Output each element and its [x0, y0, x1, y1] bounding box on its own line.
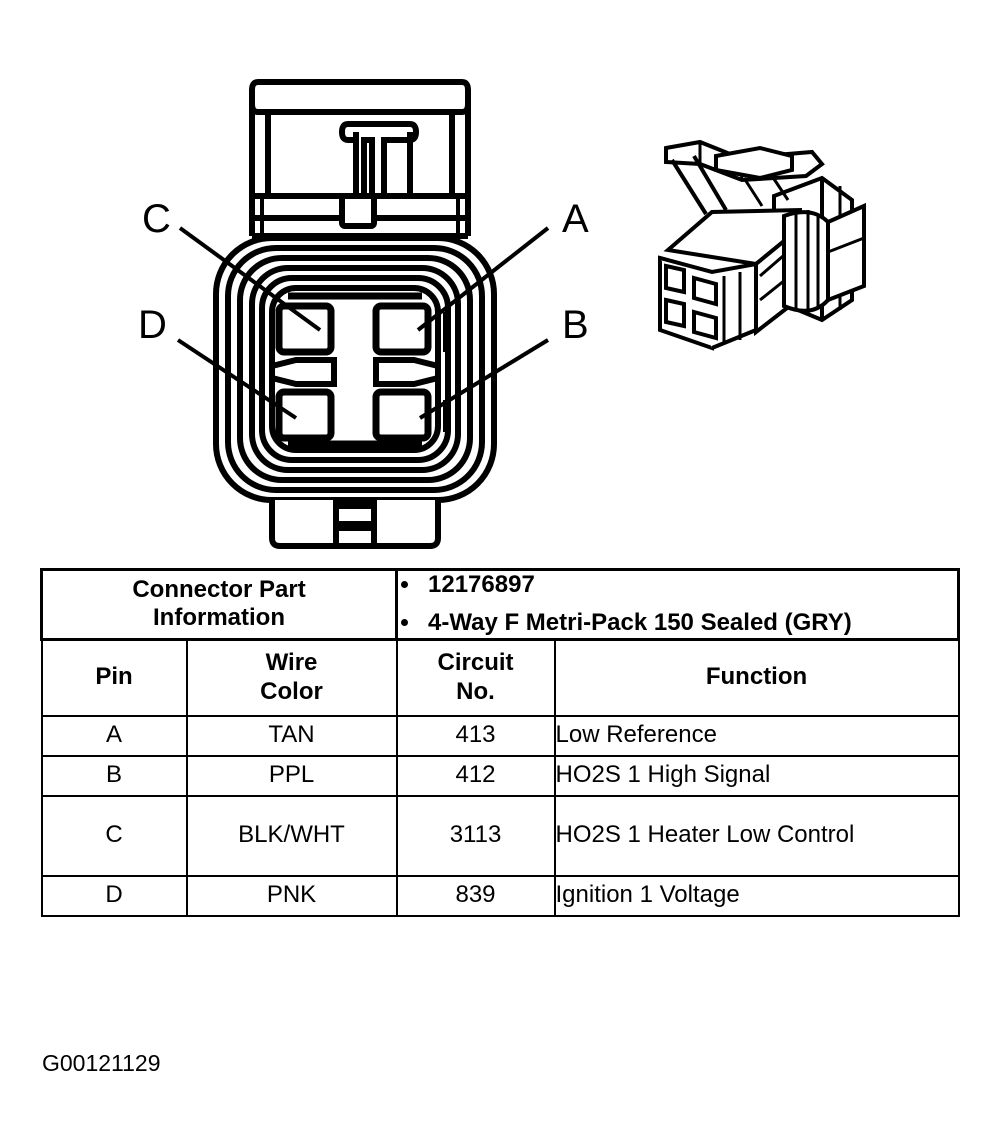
table-row: B PPL 412 HO2S 1 High Signal: [40, 754, 960, 797]
row-2-circuit-no: 3113: [395, 794, 556, 877]
table-row: D PNK 839 Ignition 1 Voltage: [40, 874, 960, 917]
cpi-label-line1: Connector Part: [132, 576, 306, 603]
table-row: C BLK/WHT 3113 HO2S 1 Heater Low Control: [40, 794, 960, 877]
latch-beams: [670, 154, 790, 216]
figure-id-label: G00121129: [42, 1050, 161, 1076]
row-0-pin: A: [40, 714, 188, 757]
row-1-pin: B: [40, 754, 188, 797]
rear-barrel: [782, 210, 830, 313]
table-header-row: Pin Wire Color Circuit No. Function: [40, 638, 960, 717]
leader-B: [418, 338, 550, 420]
callout-label-A: A: [562, 197, 589, 241]
connector-info-table: Connector Part Information 12176897 4-Wa…: [39, 568, 961, 917]
side-rails: [259, 312, 449, 432]
row-1-wire-color: PPL: [185, 754, 398, 797]
callout-leaders: [176, 226, 550, 420]
leader-D: [176, 338, 298, 420]
cavity-A: [372, 302, 432, 356]
isometric-cavities: [664, 263, 718, 341]
row-2-pin: C: [40, 794, 188, 877]
header-circuit-line1: Circuit: [437, 649, 514, 677]
cavity-C: [275, 302, 335, 356]
keying-slots: [269, 357, 441, 387]
callout-label-D: D: [138, 303, 167, 347]
row-3-pin: D: [40, 874, 188, 917]
isometric-view-group: [658, 139, 866, 351]
part-info-bullet-list: 12176897 4-Way F Metri-Pack 150 Sealed (…: [398, 571, 957, 638]
row-3-circuit-no: 839: [395, 874, 556, 917]
row-2-wire-color: BLK/WHT: [185, 794, 398, 877]
header-function: Function: [553, 638, 960, 717]
leader-A: [416, 226, 550, 332]
callout-label-C: C: [142, 197, 171, 241]
latch-housing: [249, 79, 471, 239]
latch-arm: [664, 139, 825, 183]
row-1-function: HO2S 1 High Signal: [553, 754, 960, 797]
cavity-B: [372, 388, 432, 442]
header-wire-line1: Wire: [265, 649, 318, 677]
connector-part-information-values: 12176897 4-Way F Metri-Pack 150 Sealed (…: [395, 568, 961, 641]
header-circuit-line2: No.: [456, 677, 495, 705]
connector-body-rings: [213, 235, 497, 503]
row-1-circuit-no: 412: [395, 754, 556, 797]
part-info-row: Connector Part Information 12176897 4-Wa…: [39, 568, 961, 641]
end-cap: [826, 202, 866, 303]
header-wire-line2: Color: [260, 677, 323, 705]
connector-part-information-label: Connector Part Information: [39, 568, 399, 641]
header-wire-color: Wire Color: [185, 638, 398, 717]
callout-label-B: B: [562, 303, 589, 347]
row-0-circuit-no: 413: [395, 714, 556, 757]
row-0-wire-color: TAN: [185, 714, 398, 757]
connector-illustration: C D A B: [0, 0, 998, 560]
header-circuit-no: Circuit No.: [395, 638, 556, 717]
row-3-function: Ignition 1 Voltage: [553, 874, 960, 917]
row-3-wire-color: PNK: [185, 874, 398, 917]
cavity-group: [275, 302, 432, 442]
face-view-group: [213, 79, 497, 549]
leader-C: [178, 226, 322, 332]
part-number-bullet: 12176897: [422, 571, 957, 599]
row-2-function: HO2S 1 Heater Low Control: [553, 794, 960, 877]
terminal-plate: [288, 292, 422, 448]
cpi-label-line2: Information: [153, 604, 285, 632]
header-pin: Pin: [40, 638, 188, 717]
illustration-svg: C D A B: [138, 79, 866, 549]
connector-type-bullet: 4-Way F Metri-Pack 150 Sealed (GRY): [422, 609, 957, 637]
mounting-foot: [269, 500, 441, 549]
table-row: A TAN 413 Low Reference: [40, 714, 960, 757]
cavity-D: [275, 388, 335, 442]
row-0-function: Low Reference: [553, 714, 960, 757]
